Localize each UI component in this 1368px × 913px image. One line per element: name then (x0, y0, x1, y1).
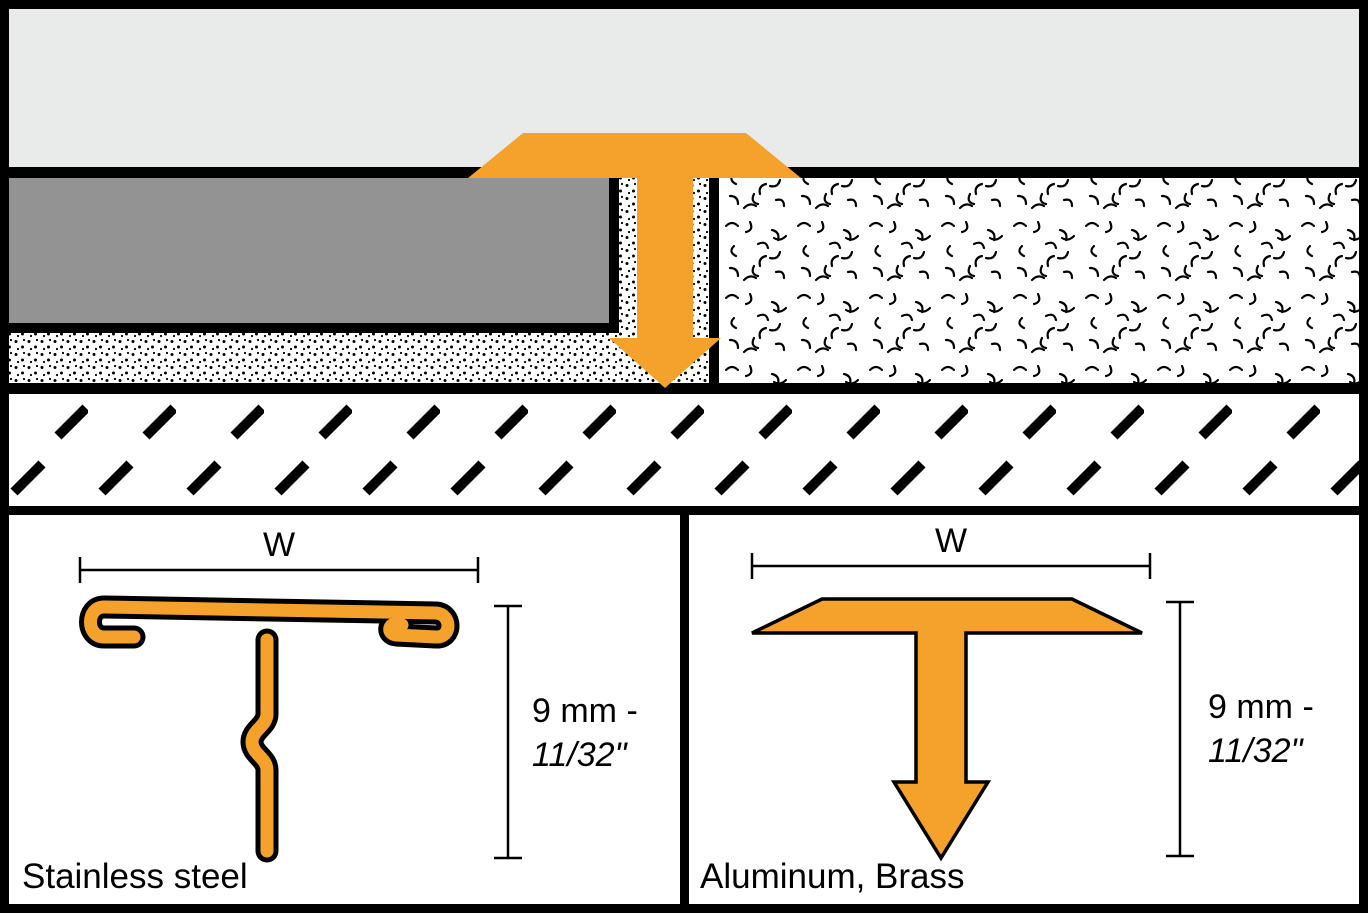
mortar-bed (9, 333, 709, 383)
base-line (9, 383, 1359, 394)
profile-anchor-arrowhead (609, 338, 721, 388)
height-label-right-line1: 9 mm - (1208, 688, 1314, 726)
tile-bottom-edge (9, 323, 619, 333)
profile-anchor-shaft (637, 168, 693, 338)
aluminum-profile-body (751, 597, 1143, 862)
panel-divider-vertical (680, 515, 689, 905)
width-label-left: W (263, 526, 295, 564)
tile-right-edge (609, 178, 619, 323)
covering-right-left-edge (709, 178, 719, 383)
profile-flange (468, 133, 801, 178)
stainless-profile-body (84, 600, 455, 858)
cross-section-illustration (9, 9, 1359, 506)
section-divider-horizontal (9, 506, 1359, 515)
material-label-aluminum-brass: Aluminum, Brass (700, 857, 965, 896)
width-dimension-left: W (78, 526, 480, 583)
height-dimension-left: 9 mm - 11/32" (494, 604, 638, 860)
height-dimension-right: 9 mm - 11/32" (1166, 600, 1314, 858)
height-label-left-line1: 9 mm - (532, 692, 638, 730)
material-label-stainless: Stainless steel (22, 857, 248, 896)
covering-right (719, 178, 1359, 383)
width-dimension-right: W (750, 522, 1152, 579)
aluminum-brass-panel: W 9 mm - 11/32" Aluminum, Brass (700, 522, 1314, 896)
tile-left-covering (9, 178, 609, 323)
substrate (9, 394, 1359, 506)
stainless-steel-panel: W 9 mm - 11/32" Stainless steel (22, 526, 638, 896)
height-label-left-line2: 11/32" (532, 736, 629, 774)
height-label-right-line2: 11/32" (1208, 732, 1305, 770)
width-label-right: W (935, 522, 967, 560)
